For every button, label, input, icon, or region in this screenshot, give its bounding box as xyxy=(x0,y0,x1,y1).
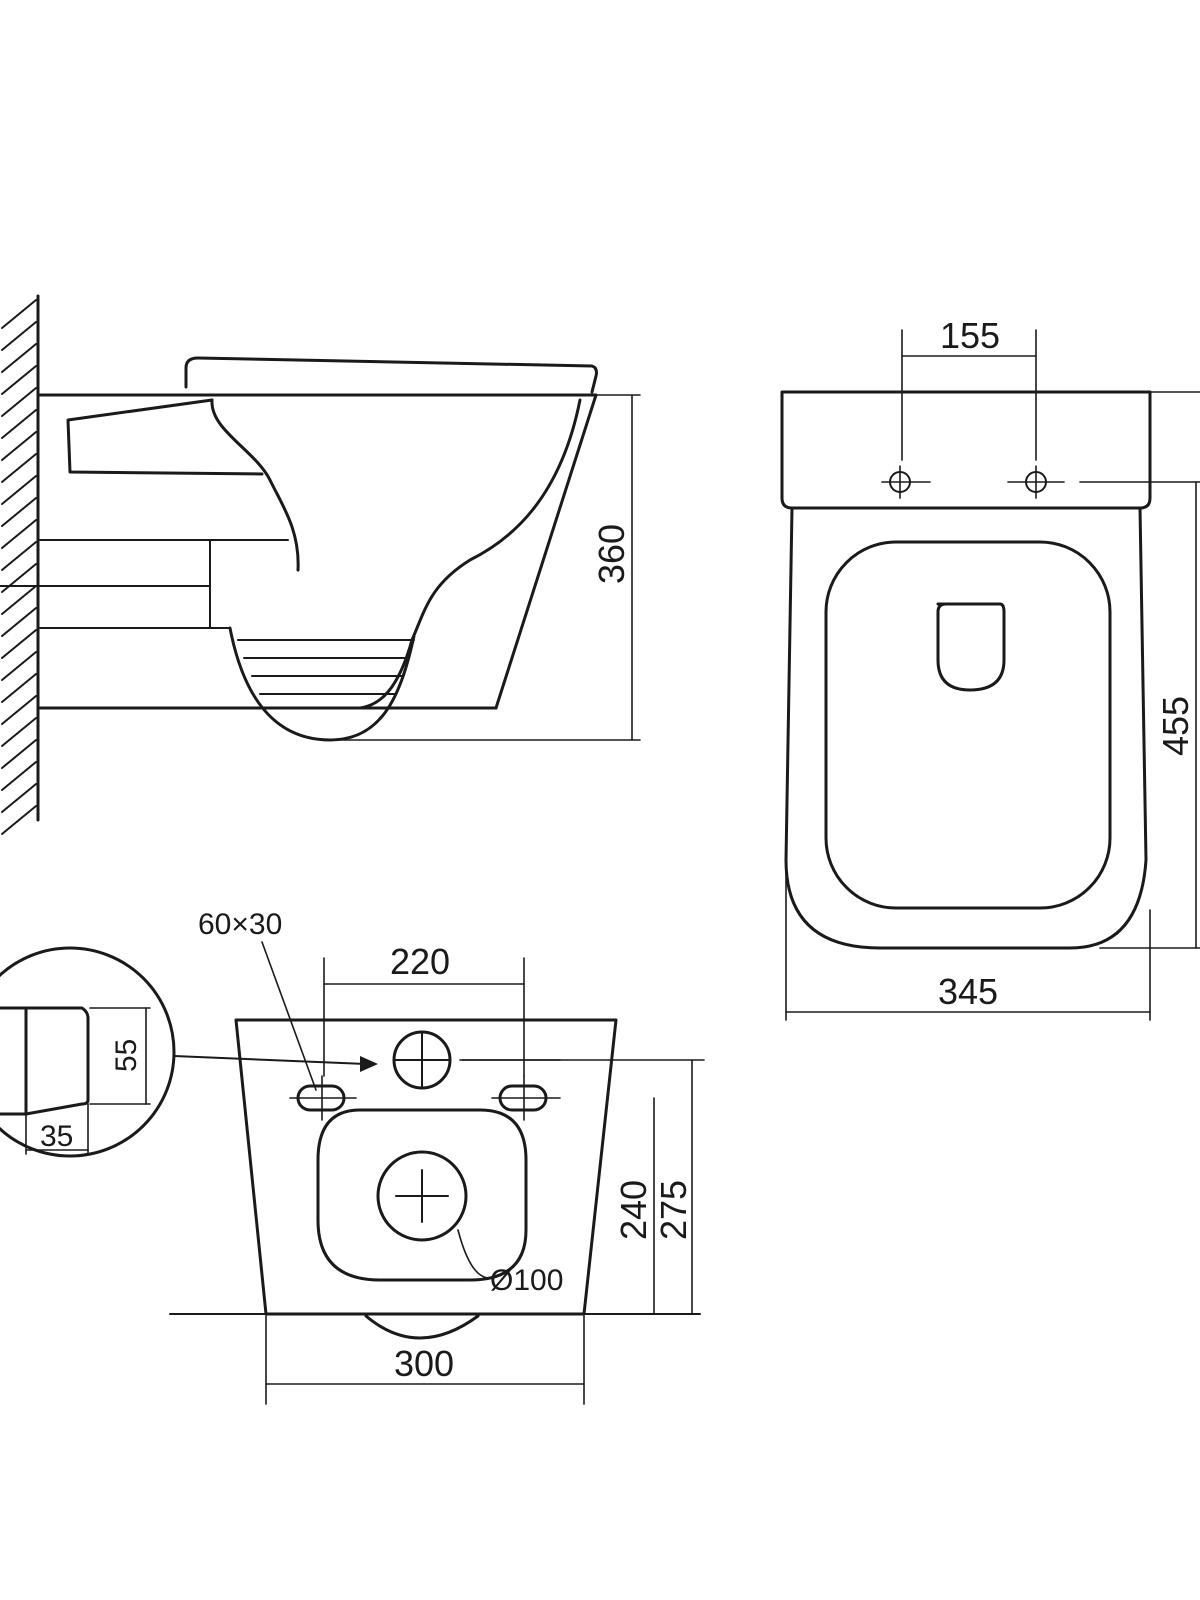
outlet-bottom xyxy=(364,1314,480,1340)
detail-view: 55 35 xyxy=(0,946,176,1158)
top-view: 155 455 345 xyxy=(780,315,1200,1021)
detail-arrow xyxy=(173,1055,367,1065)
hinge-hole-right xyxy=(1007,465,1065,499)
bolt-spacing-label: 220 xyxy=(390,941,450,982)
hatch-line xyxy=(1,365,37,395)
hatch-line xyxy=(1,585,37,615)
detail-pipe-left xyxy=(0,1006,28,1116)
side-view: 360 xyxy=(0,294,641,835)
overall-height-label: 275 xyxy=(653,1180,694,1240)
hatch-line xyxy=(1,343,37,373)
bolt-slot-right xyxy=(491,1075,561,1121)
detail-circle xyxy=(0,946,176,1158)
bowl-opening xyxy=(316,1108,528,1282)
inlet-block xyxy=(66,398,264,476)
hatch-line xyxy=(1,475,37,505)
water-inlet xyxy=(392,1030,452,1090)
outlet-circle xyxy=(376,1150,468,1242)
hinge-spacing-label: 155 xyxy=(940,315,1000,356)
bolt-slot-left xyxy=(289,1075,357,1121)
depth-label: 455 xyxy=(1155,696,1196,756)
hatch-line xyxy=(1,607,37,637)
detail-width-label: 35 xyxy=(40,1120,73,1153)
outlet-horn xyxy=(228,626,416,742)
trap-curve-inner xyxy=(210,398,300,572)
hatch-line xyxy=(1,431,37,461)
hatch-line xyxy=(1,299,37,329)
hatch-line xyxy=(1,717,37,747)
hatch-line xyxy=(1,497,37,527)
seat-lid xyxy=(184,356,598,394)
leader-line xyxy=(261,941,317,1091)
leader-line xyxy=(457,1229,489,1279)
hatch-line xyxy=(1,673,37,703)
hatch-line xyxy=(1,387,37,417)
seat-outline xyxy=(784,506,1148,950)
bowl-outer-curve xyxy=(358,398,582,710)
bottom-width-label: 300 xyxy=(394,1343,454,1384)
hatch-line xyxy=(1,805,37,835)
hatch-line xyxy=(1,519,37,549)
hatch-line xyxy=(1,695,37,725)
hatch-line xyxy=(1,629,37,659)
hatch-line xyxy=(1,783,37,813)
hatch-line xyxy=(1,563,37,593)
bowl-front-face xyxy=(494,393,598,710)
width-label: 345 xyxy=(938,971,998,1012)
hatch-line xyxy=(1,739,37,769)
hatch-line xyxy=(1,453,37,483)
slot-size-label: 60×30 xyxy=(198,908,282,941)
hinge-hole-left xyxy=(881,465,931,499)
rear-block xyxy=(780,390,1152,510)
hatch-line xyxy=(1,541,37,571)
hatch-line xyxy=(1,409,37,439)
arrow-head-icon xyxy=(360,1056,378,1072)
hatch-line xyxy=(1,761,37,791)
outlet-diameter-label: Ø100 xyxy=(490,1264,563,1297)
wall-hatch xyxy=(1,299,37,835)
detail-height-label: 55 xyxy=(110,1039,143,1072)
side-height-label: 360 xyxy=(591,524,632,584)
seat-opening xyxy=(824,540,1112,910)
seat-handle xyxy=(936,602,1006,692)
hatch-line xyxy=(1,651,37,681)
rear-view: 60×30 220 Ø100 240 275 300 xyxy=(169,908,705,1405)
inlet-height-label: 240 xyxy=(613,1180,654,1240)
detail-pipe-taper xyxy=(24,1006,90,1116)
hatch-line xyxy=(1,321,37,351)
